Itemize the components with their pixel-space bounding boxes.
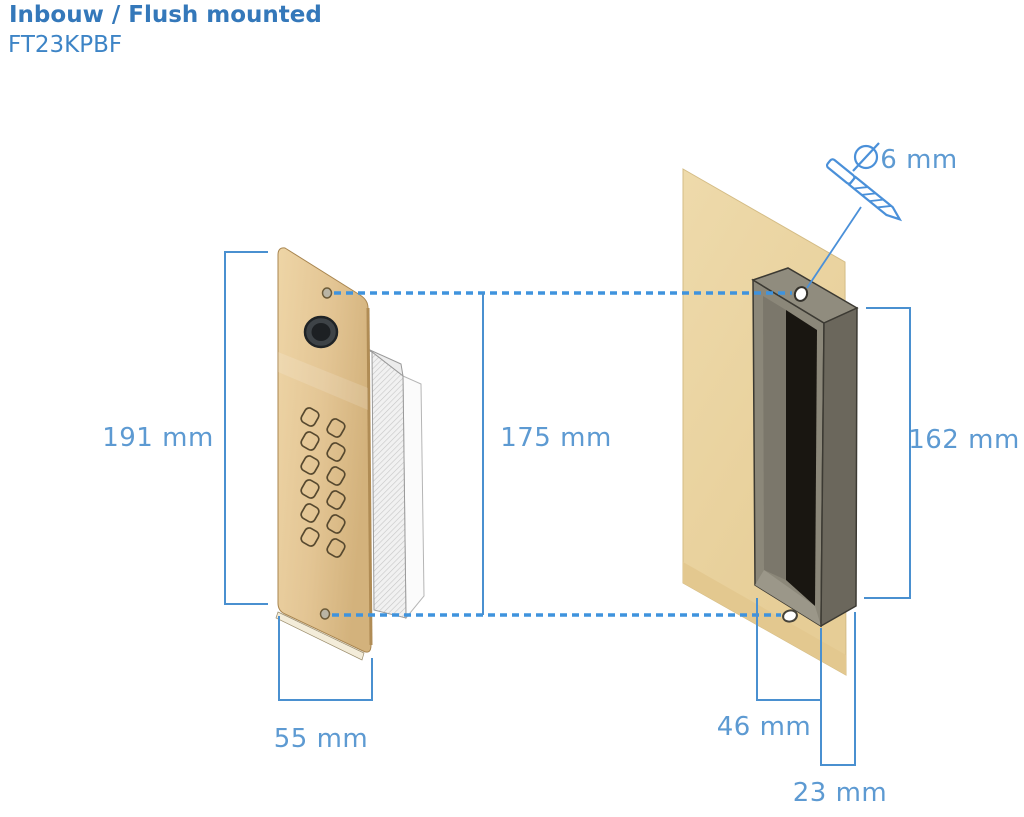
front-panel-figure xyxy=(275,247,425,661)
page-title: Inbouw / Flush mounted xyxy=(9,2,322,28)
keypad-button xyxy=(300,503,320,523)
back-box-side xyxy=(402,375,425,620)
dimension-bracket-box-depth xyxy=(820,612,856,766)
keypad-button xyxy=(326,466,346,486)
back-box-hatched-face xyxy=(371,350,407,619)
keypad-button xyxy=(326,418,346,438)
keypad-button xyxy=(300,431,320,451)
hole-alignment-lines xyxy=(332,291,792,617)
model-number: FT23KPBF xyxy=(8,32,123,58)
drill-bit-icon xyxy=(825,158,903,222)
mounting-box-figure xyxy=(682,168,859,676)
panel-face xyxy=(277,247,372,653)
box-screw-hole-bottom xyxy=(782,609,798,623)
dim-label-box-height: 162 mm xyxy=(908,425,1020,455)
panel-screw-hole-top xyxy=(321,287,333,299)
dimension-bracket-panel-height xyxy=(224,251,268,605)
keypad-button xyxy=(326,514,346,534)
dimension-bracket-box-height xyxy=(864,307,911,599)
box-right-face xyxy=(820,306,858,628)
keypad-button xyxy=(300,479,320,499)
camera-lens-inner xyxy=(311,323,331,341)
dim-label-box-width: 46 mm xyxy=(716,712,812,742)
keypad-button xyxy=(326,490,346,510)
keypad-button xyxy=(326,442,346,462)
dim-label-panel-height: 191 mm xyxy=(102,423,214,453)
keypad-button xyxy=(300,455,320,475)
dimension-bracket-box-width xyxy=(756,598,821,701)
diameter-icon xyxy=(852,142,880,172)
keypad-button xyxy=(326,538,346,558)
panel-bottom-edge xyxy=(275,611,365,661)
box-inner-left-wall xyxy=(763,296,786,580)
panel-right-edge xyxy=(366,307,373,646)
panel-screw-hole-bottom xyxy=(319,608,331,620)
box-inner-bottom xyxy=(755,570,821,626)
keypad-button xyxy=(300,527,320,547)
dim-label-drill-diameter: 6 mm xyxy=(880,145,958,175)
dim-label-box-depth: 23 mm xyxy=(792,778,888,808)
keypad-button xyxy=(300,407,320,427)
box-screw-hole-top xyxy=(793,286,809,302)
panel-sheen xyxy=(278,352,368,410)
wall-shadow-band xyxy=(683,562,846,675)
dim-label-hole-spacing: 175 mm xyxy=(500,423,612,453)
keypad xyxy=(300,407,346,558)
back-box-figure xyxy=(349,340,425,620)
dimension-bracket-panel-width xyxy=(278,616,373,701)
box-opening xyxy=(786,310,817,606)
drill-callout-line xyxy=(806,206,862,289)
dim-label-panel-width: 55 mm xyxy=(273,724,369,754)
